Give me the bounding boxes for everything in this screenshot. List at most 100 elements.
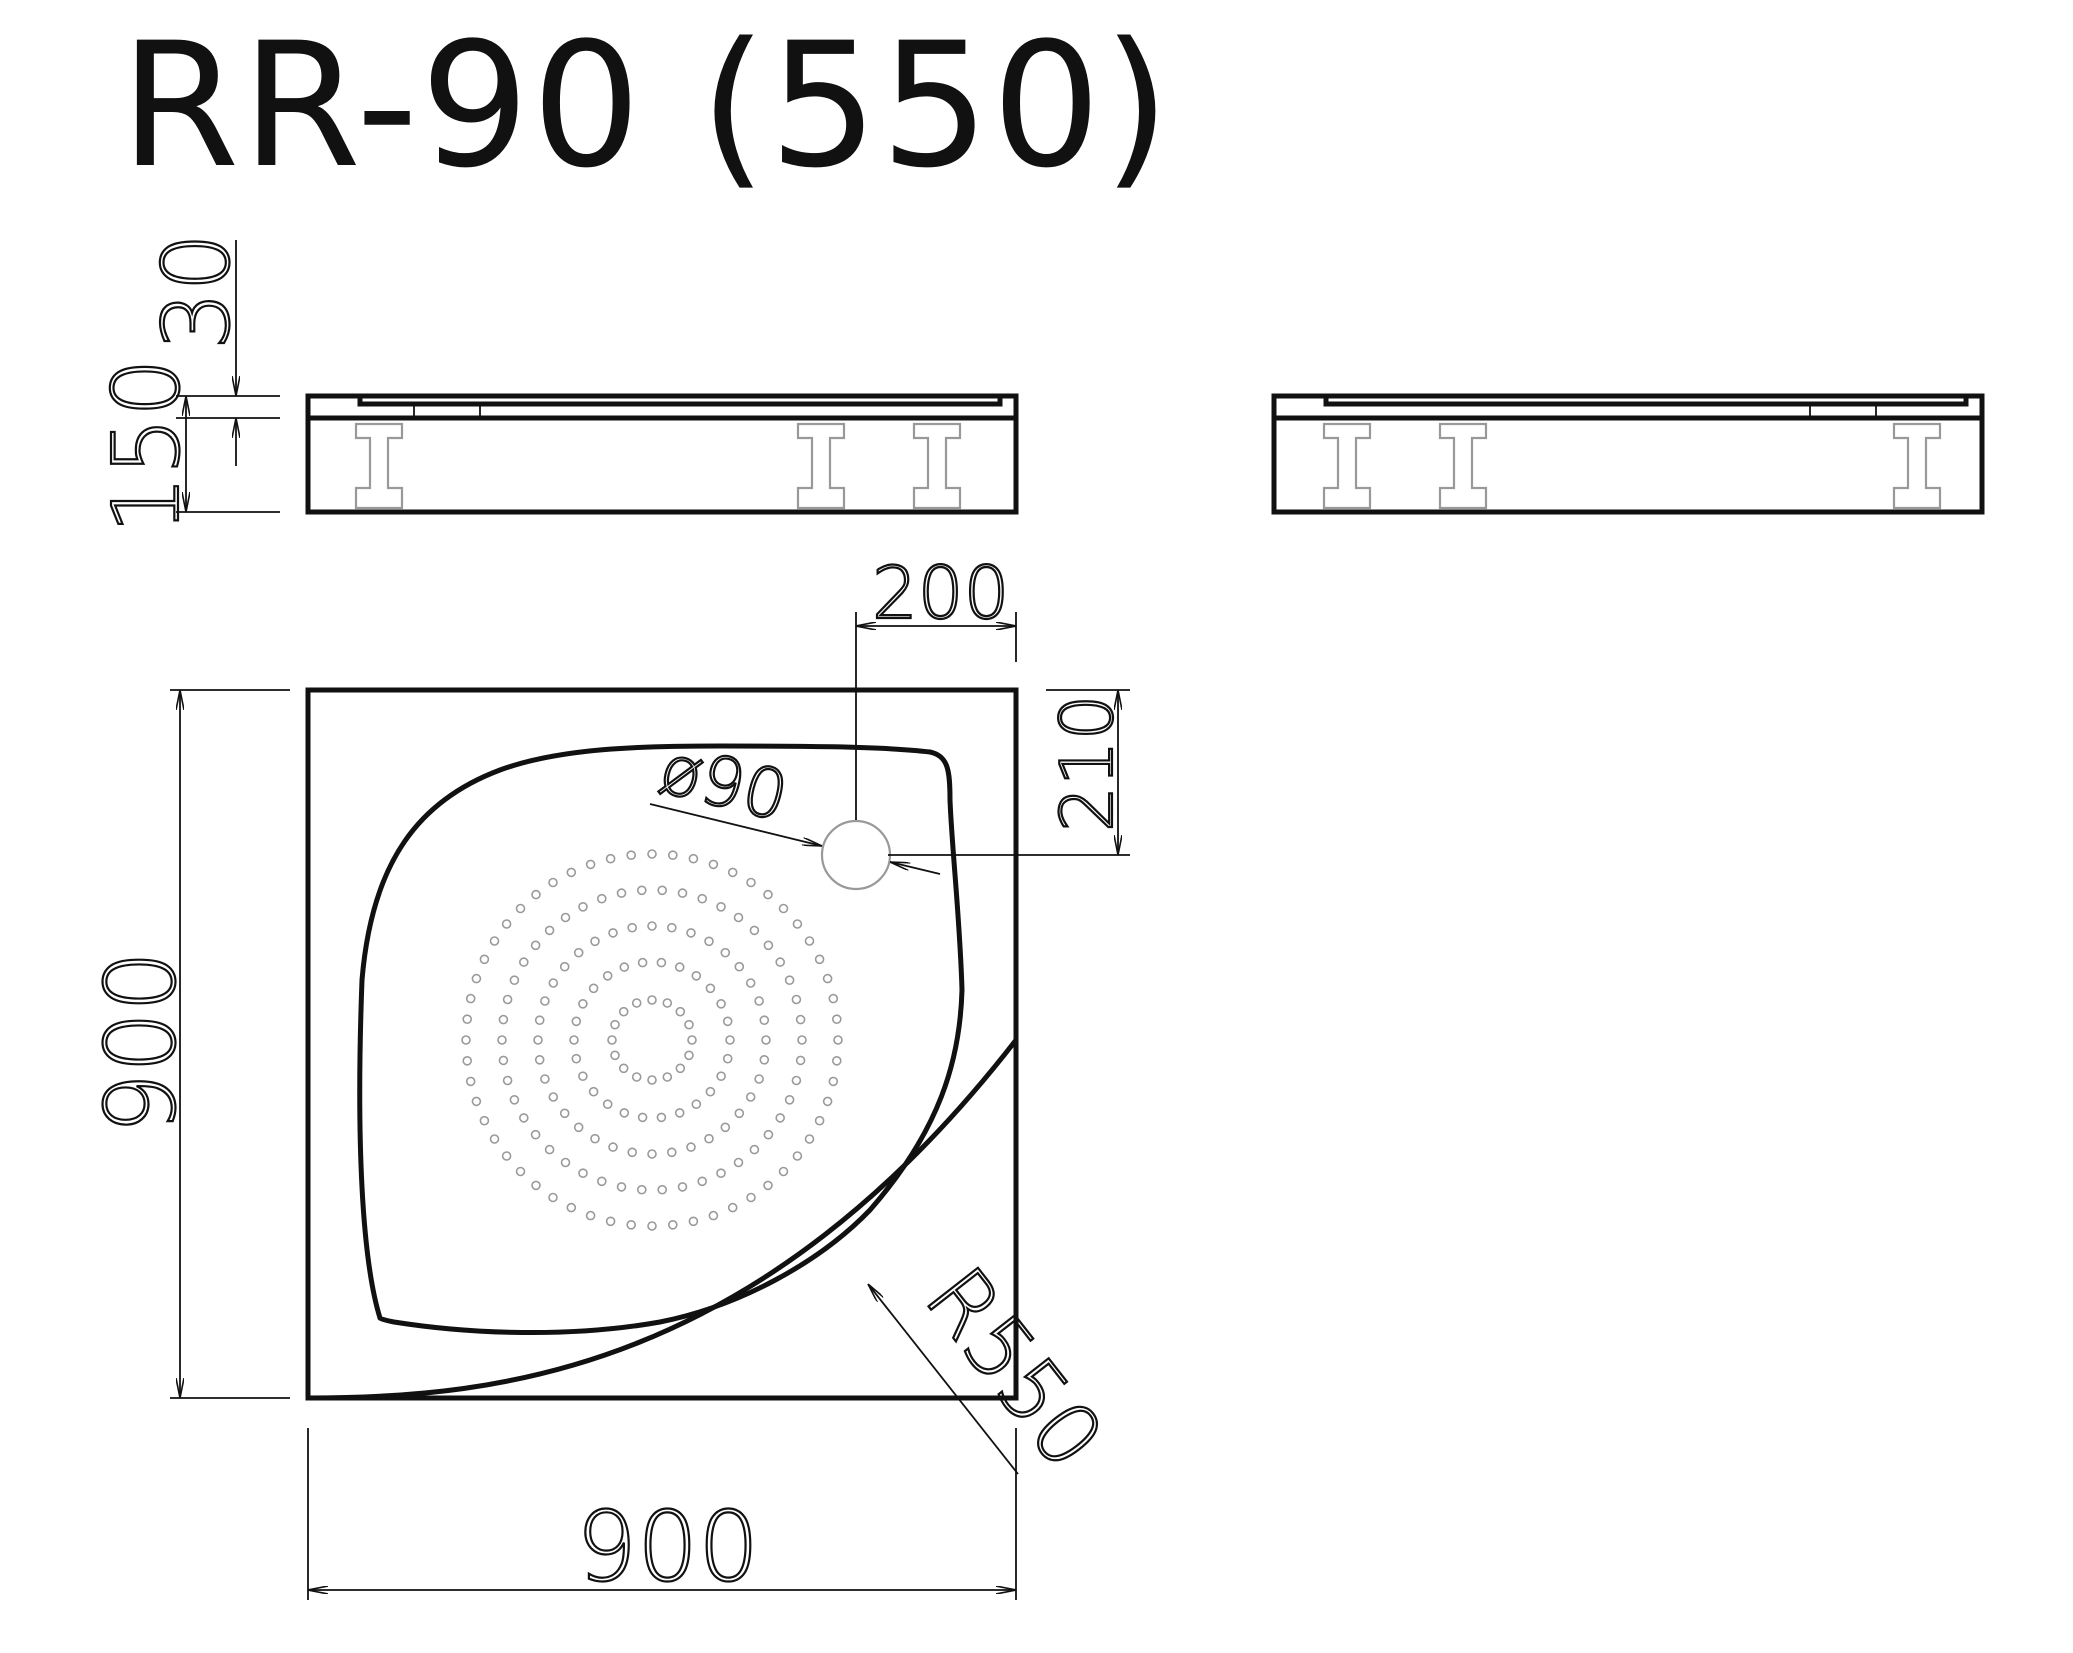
slip-dot xyxy=(784,975,795,986)
total-height-label: 150 xyxy=(93,358,200,534)
slip-dot xyxy=(667,1220,678,1230)
slip-dot xyxy=(573,947,584,958)
slip-dot xyxy=(530,940,541,951)
slip-dot xyxy=(666,922,677,933)
drain-circle xyxy=(820,819,892,891)
slip-dot xyxy=(727,867,738,878)
slip-dot xyxy=(619,962,630,972)
slip-dot xyxy=(705,1086,716,1097)
slip-dot xyxy=(566,867,577,878)
slip-dot xyxy=(501,919,512,929)
slip-dot xyxy=(548,1192,558,1203)
slip-dot xyxy=(578,1168,588,1178)
slip-dot xyxy=(461,1035,471,1045)
slip-dot xyxy=(734,961,745,972)
slip-dot xyxy=(677,1182,688,1192)
slip-dot xyxy=(626,850,637,861)
slip-dot xyxy=(667,850,678,861)
slip-dot xyxy=(647,995,657,1005)
slip-dot xyxy=(705,983,716,994)
slip-dot xyxy=(602,970,613,981)
slip-dot xyxy=(657,1184,668,1195)
slip-dot xyxy=(716,1168,726,1178)
slip-dot xyxy=(734,1108,745,1119)
slip-dot xyxy=(465,993,476,1004)
slip-dot xyxy=(831,1014,842,1025)
slip-dot xyxy=(518,1113,529,1123)
slip-dot xyxy=(647,1221,657,1231)
slip-dot xyxy=(687,1035,697,1045)
side-view-right xyxy=(1271,393,1985,515)
slip-dot xyxy=(697,893,708,904)
dimension-total-height: 150 xyxy=(92,357,280,535)
slip-dot xyxy=(608,928,618,938)
slip-dot xyxy=(585,859,596,870)
slip-dot xyxy=(533,1035,543,1045)
slip-dot xyxy=(662,1072,673,1082)
slip-dot xyxy=(722,1016,733,1027)
slip-dot xyxy=(571,1016,582,1027)
slip-dot xyxy=(515,1166,526,1177)
slip-dot xyxy=(471,1096,482,1107)
slip-dot xyxy=(540,1074,550,1084)
slip-dot xyxy=(489,936,500,946)
slip-dot xyxy=(792,919,803,929)
dimension-width: 900 xyxy=(307,1428,1017,1604)
slip-dot xyxy=(754,1074,764,1084)
slip-dot xyxy=(745,1092,756,1102)
slip-dot xyxy=(754,996,764,1006)
slip-dot xyxy=(763,1129,774,1140)
slip-dot xyxy=(775,1113,786,1123)
slip-dot xyxy=(688,1216,699,1227)
slip-dot xyxy=(462,1014,473,1025)
slip-dot xyxy=(548,978,559,988)
slip-dot xyxy=(518,957,529,967)
slip-dot xyxy=(708,859,719,870)
slip-dot xyxy=(531,889,541,900)
slip-dot xyxy=(804,1134,815,1144)
slip-dot xyxy=(627,922,638,933)
slip-dot xyxy=(530,1129,541,1140)
slip-dot xyxy=(797,1035,807,1045)
slip-dot xyxy=(647,921,657,931)
slip-dot xyxy=(831,1056,842,1066)
slip-dot xyxy=(573,1122,584,1133)
slip-dot xyxy=(588,983,599,994)
slip-dot xyxy=(631,998,642,1008)
slip-dot xyxy=(560,1157,571,1168)
slip-dot xyxy=(759,1015,770,1026)
slip-dot xyxy=(631,1072,642,1082)
slip-dot xyxy=(534,1055,545,1065)
support-leg xyxy=(1892,422,1942,510)
slip-dot xyxy=(656,957,667,968)
dimension-depth: 900 xyxy=(84,689,290,1399)
slip-dot xyxy=(501,1151,512,1161)
slip-dot xyxy=(602,1099,613,1109)
slip-dot xyxy=(502,994,513,1005)
slip-dot xyxy=(828,1076,839,1087)
slip-dot xyxy=(647,849,657,859)
slip-dot xyxy=(716,1071,726,1081)
slip-dot xyxy=(534,1015,545,1026)
slip-dot xyxy=(509,975,520,986)
slip-dot xyxy=(795,1014,806,1025)
slip-dot xyxy=(626,1220,637,1230)
slip-dot xyxy=(814,954,825,965)
slip-dot xyxy=(569,1035,579,1045)
slip-dot xyxy=(749,925,760,936)
slip-dot xyxy=(571,1053,582,1064)
slip-dot xyxy=(578,901,588,912)
slip-dot xyxy=(544,1144,555,1155)
slip-dot xyxy=(502,1075,513,1086)
support-leg xyxy=(796,422,846,510)
slip-dot xyxy=(588,1086,599,1097)
slip-dot xyxy=(733,912,744,923)
slip-dot xyxy=(616,888,627,898)
slip-dot xyxy=(637,957,648,968)
slip-dot xyxy=(566,1202,577,1213)
slip-dot xyxy=(590,936,600,947)
slip-dot xyxy=(720,1122,731,1133)
slip-dot xyxy=(605,1216,616,1227)
non-slip-dot-pattern xyxy=(461,849,843,1231)
